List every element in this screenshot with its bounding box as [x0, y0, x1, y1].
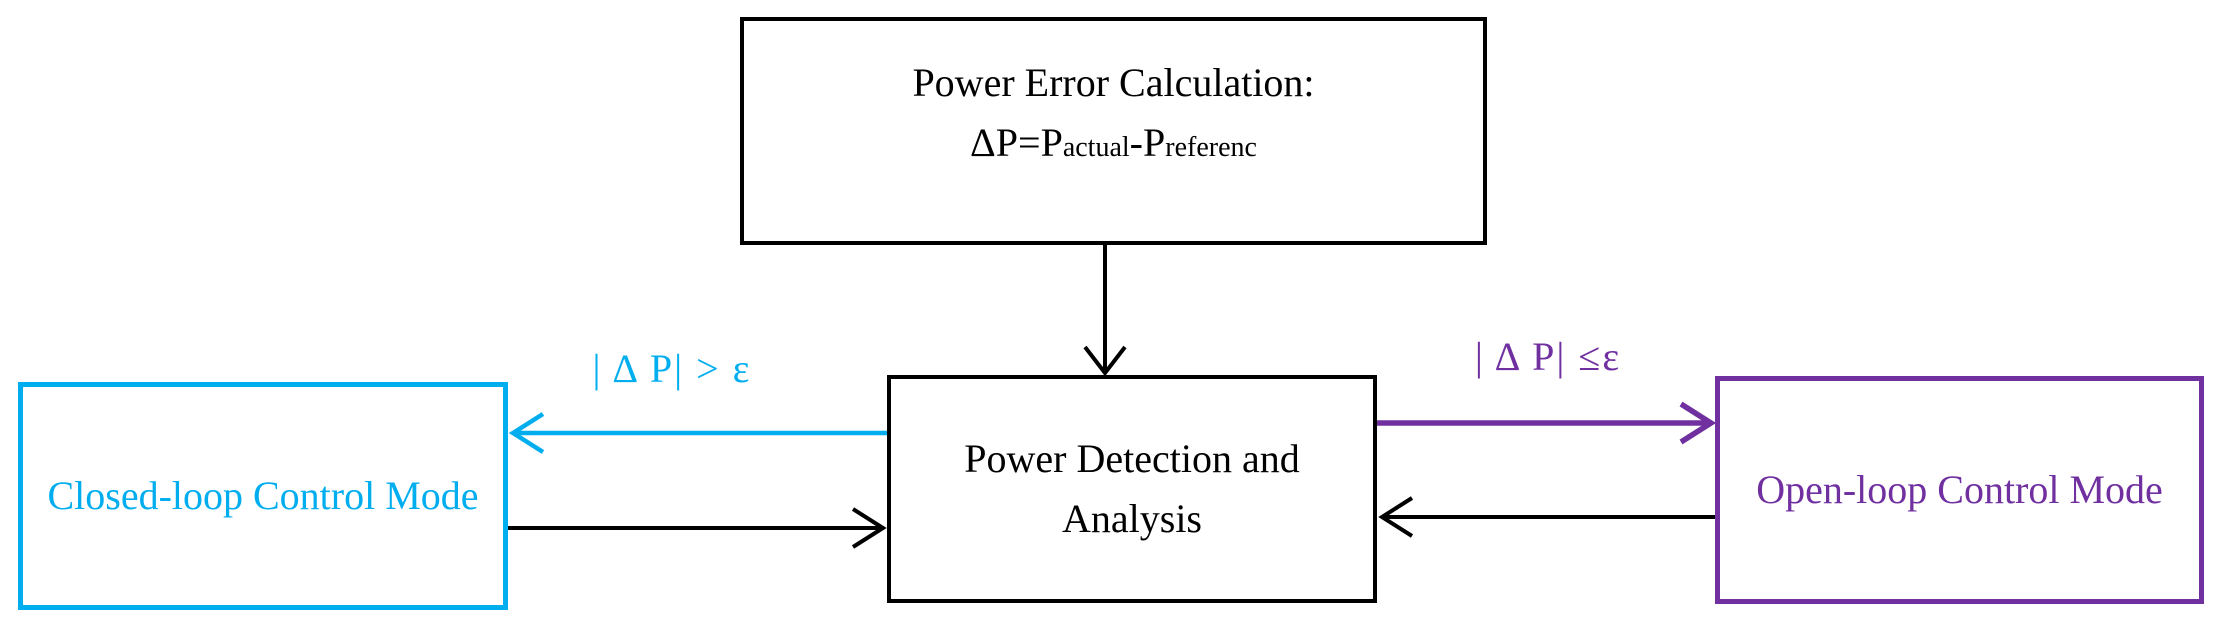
formula-minus-p: -P — [1129, 120, 1166, 165]
arrowhead-right-icon — [851, 507, 887, 549]
arrowhead-left-icon — [1378, 496, 1414, 538]
node-open-loop-control-mode: Open-loop Control Mode — [1715, 376, 2204, 604]
node-power-error-calculation: Power Error Calculation: ΔP=Pactual-Pref… — [740, 17, 1487, 245]
power-detection-label: Power Detection and Analysis — [964, 436, 1300, 541]
node-power-detection-analysis: Power Detection and Analysis — [887, 375, 1377, 603]
edge-label-open-loop-condition: | Δ P| ≤ε — [1474, 334, 1622, 379]
arrow-detection-to-closed-loop — [508, 412, 890, 454]
node-closed-loop-control-mode: Closed-loop Control Mode — [18, 382, 508, 610]
arrow-closed-loop-to-detection — [508, 507, 887, 549]
arrowhead-left-icon — [508, 412, 545, 454]
arrow-power-error-to-detection — [1083, 245, 1127, 377]
arrow-open-loop-to-detection — [1378, 496, 1715, 538]
open-loop-label: Open-loop Control Mode — [1756, 467, 2163, 512]
power-error-formula: ΔP=Pactual-Preferenc — [970, 113, 1257, 173]
formula-delta-p: ΔP=P — [970, 120, 1063, 165]
arrow-detection-to-open-loop — [1377, 401, 1717, 445]
power-error-title: Power Error Calculation: — [912, 60, 1315, 105]
edge-label-closed-loop-condition: | Δ P| > ε — [592, 346, 752, 391]
formula-sub-actual: actual — [1062, 132, 1130, 163]
formula-sub-reference: referenc — [1165, 132, 1257, 163]
closed-loop-label: Closed-loop Control Mode — [47, 473, 479, 518]
arrowhead-down-icon — [1083, 345, 1127, 377]
arrowhead-right-icon — [1679, 401, 1717, 445]
